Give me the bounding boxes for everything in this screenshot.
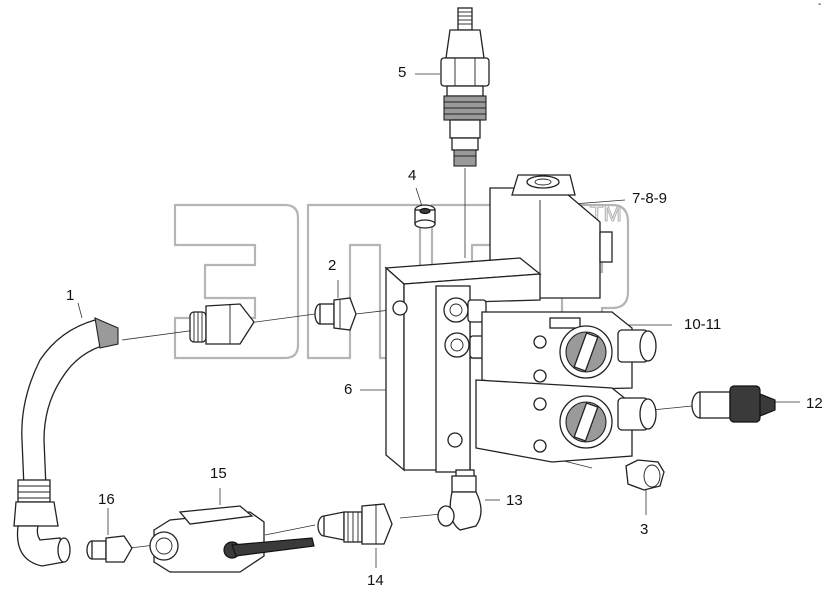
fitting-part-3 bbox=[625, 459, 665, 491]
hose-part-1 bbox=[13, 303, 255, 567]
callout-6: 6 bbox=[344, 381, 353, 398]
callout-2: 2 bbox=[328, 257, 337, 274]
leader-lines bbox=[77, 73, 800, 568]
elbow-fitting-part-13 bbox=[437, 475, 482, 531]
callout-5: 5 bbox=[398, 64, 407, 81]
corner-mark: - bbox=[818, 0, 822, 10]
callout-13: 13 bbox=[506, 492, 523, 509]
callout-10-11: 10-11 bbox=[684, 316, 722, 333]
solenoid-valves-part-10-11 bbox=[475, 311, 657, 463]
callout-16: 16 bbox=[98, 491, 115, 508]
plug-part-4 bbox=[414, 204, 436, 229]
callout-4: 4 bbox=[408, 167, 417, 184]
callout-14: 14 bbox=[367, 572, 384, 589]
callout-1: 1 bbox=[66, 287, 75, 304]
fitting-part-2 bbox=[314, 297, 357, 331]
callout-12: 12 bbox=[806, 395, 823, 412]
callout-15: 15 bbox=[210, 465, 227, 482]
callout-3: 3 bbox=[640, 521, 649, 538]
nipple-fitting-part-16 bbox=[86, 535, 133, 563]
ball-valve-part-15 bbox=[149, 505, 315, 573]
adapter-part-14 bbox=[317, 503, 393, 545]
electrical-connector-part-12 bbox=[691, 385, 776, 423]
callout-7-8-9: 7-8-9 bbox=[632, 190, 668, 207]
cartridge-valve-part-5 bbox=[440, 7, 490, 167]
